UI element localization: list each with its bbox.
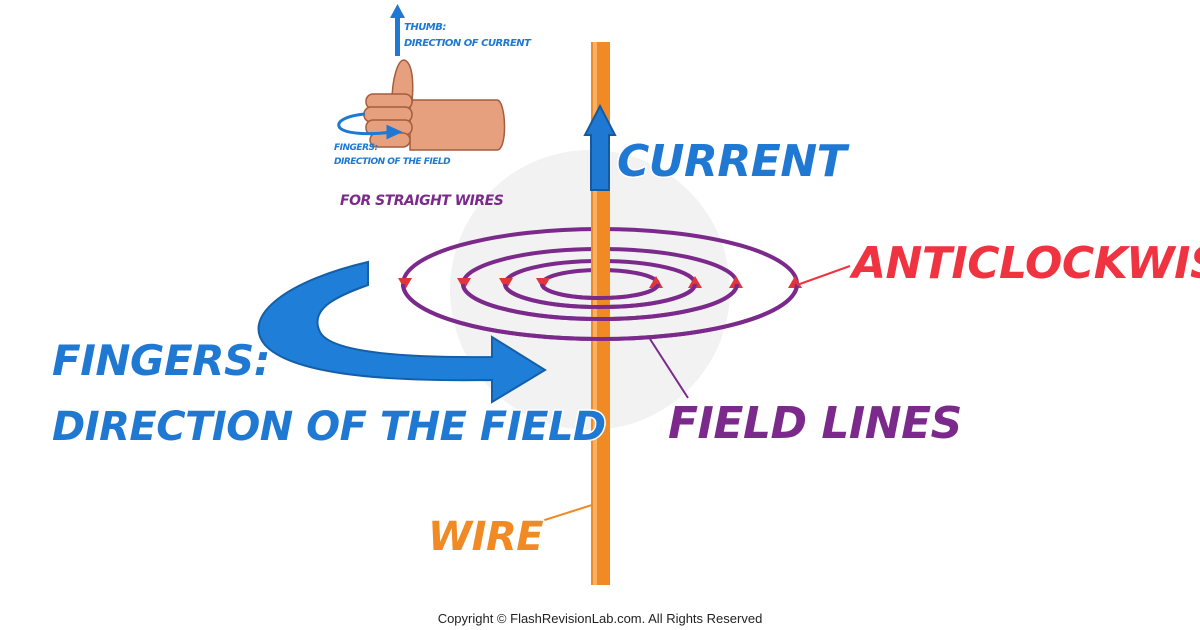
wire-highlight [593,42,597,585]
thumb-label-line2: DIRECTION OF CURRENT [404,38,532,49]
finger-ring-arrow-icon [337,112,403,140]
up-arrow-icon [583,103,617,191]
field-lines-label: FIELD LINES [668,398,962,449]
wire-pointer [531,504,593,525]
wire-label: WIRE [428,514,543,560]
field-lines-pointer [649,338,689,399]
arrowhead-right-2 [688,276,702,288]
fingers-label-line2: DIRECTION OF THE FIELD [52,404,606,450]
hand-fingers-label-line1: FINGERS: [334,143,378,153]
current-label: CURRENT [617,136,850,187]
thumb-arrow-icon [390,4,405,56]
field-lines-front [401,283,799,341]
curved-arrow-icon [257,260,547,404]
arrowhead-right-3 [729,276,743,288]
anticlockwise-label: ANTICLOCKWISE [849,238,1200,289]
thumbs-up-hand-icon [363,59,506,151]
anticlockwise-pointer [796,265,851,286]
copyright-footer: Copyright © FlashRevisionLab.com. All Ri… [438,611,763,626]
hand-fingers-label-line2: DIRECTION OF THE FIELD [334,157,451,167]
straight-wires-label: FOR STRAIGHT WIRES [340,193,504,209]
thumb-label-line1: THUMB: [404,22,446,33]
fingers-label-line1: FINGERS: [52,336,270,385]
